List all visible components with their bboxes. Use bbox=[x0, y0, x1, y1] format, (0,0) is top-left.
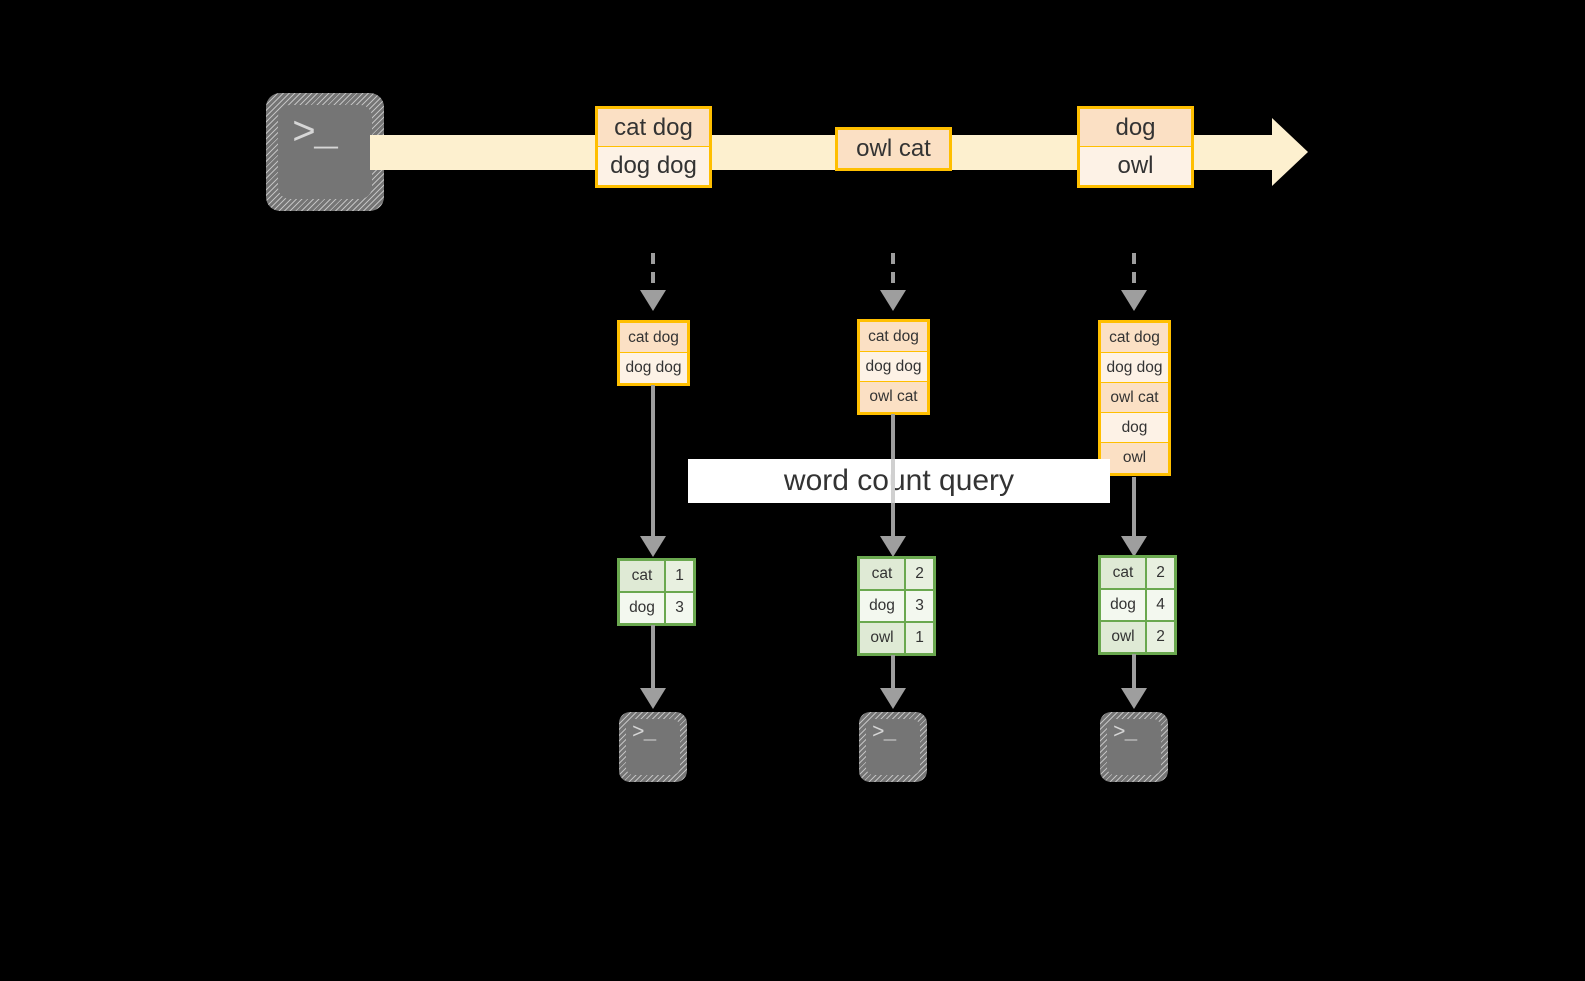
result-count: 2 bbox=[906, 559, 933, 589]
stream-to-table-arrowhead-1 bbox=[640, 290, 666, 311]
stream-arrow-head bbox=[1272, 118, 1308, 186]
result-count: 3 bbox=[906, 591, 933, 621]
table-to-result-connector-2-overlay bbox=[891, 459, 895, 503]
terminal-screen bbox=[278, 105, 372, 199]
accumulated-row: cat dog bbox=[1101, 323, 1168, 353]
stream-to-table-connector-1 bbox=[651, 253, 655, 293]
stream-to-table-connector-2 bbox=[891, 253, 895, 293]
result-row: dog 3 bbox=[860, 591, 933, 623]
sink-terminal-icon-2[interactable]: >_ bbox=[859, 712, 927, 782]
result-count: 3 bbox=[666, 593, 693, 623]
result-word: owl bbox=[860, 623, 906, 653]
result-row: owl 1 bbox=[860, 623, 933, 653]
result-row: cat 2 bbox=[860, 559, 933, 591]
result-row: owl 2 bbox=[1101, 622, 1174, 652]
terminal-prompt-glyph: >_ bbox=[1113, 722, 1137, 745]
terminal-prompt-glyph: >_ bbox=[872, 722, 896, 745]
accumulated-row: cat dog bbox=[860, 322, 927, 352]
result-count: 2 bbox=[1147, 558, 1174, 588]
table-to-result-arrowhead-1 bbox=[640, 536, 666, 557]
result-to-sink-arrowhead-3 bbox=[1121, 688, 1147, 709]
terminal-prompt: >_ bbox=[619, 712, 687, 782]
accumulated-row: dog dog bbox=[620, 353, 687, 383]
source-terminal-icon[interactable]: >_ bbox=[266, 93, 384, 211]
result-row: cat 2 bbox=[1101, 558, 1174, 590]
result-word: dog bbox=[620, 593, 666, 623]
table-to-result-connector-1 bbox=[651, 385, 655, 540]
stream-to-table-arrowhead-2 bbox=[880, 290, 906, 311]
stream-to-table-connector-3 bbox=[1132, 253, 1136, 293]
result-word: cat bbox=[860, 559, 906, 589]
stream-to-table-arrowhead-3 bbox=[1121, 290, 1147, 311]
stream-record-line: owl cat bbox=[838, 130, 949, 168]
sink-terminal-icon-1[interactable]: >_ bbox=[619, 712, 687, 782]
accumulated-row: owl cat bbox=[1101, 383, 1168, 413]
result-table-2[interactable]: cat 2 dog 3 owl 1 bbox=[857, 556, 936, 656]
stream-record-3[interactable]: dog owl bbox=[1077, 106, 1194, 188]
terminal-prompt-glyph: >_ bbox=[292, 112, 338, 157]
accumulated-table-2[interactable]: cat dog dog dog owl cat bbox=[857, 319, 930, 415]
result-count: 4 bbox=[1147, 590, 1174, 620]
stream-record-2[interactable]: owl cat bbox=[835, 127, 952, 171]
stream-record-line: cat dog bbox=[598, 109, 709, 147]
table-to-result-arrowhead-2 bbox=[880, 536, 906, 557]
accumulated-row: dog dog bbox=[860, 352, 927, 382]
result-to-sink-connector-3 bbox=[1132, 654, 1136, 690]
result-to-sink-connector-2 bbox=[891, 655, 895, 690]
result-word: dog bbox=[1101, 590, 1147, 620]
accumulated-table-3[interactable]: cat dog dog dog owl cat dog owl bbox=[1098, 320, 1171, 476]
stream-record-1[interactable]: cat dog dog dog bbox=[595, 106, 712, 188]
result-row: dog 4 bbox=[1101, 590, 1174, 622]
accumulated-row: cat dog bbox=[620, 323, 687, 353]
result-row: dog 3 bbox=[620, 593, 693, 623]
result-table-3[interactable]: cat 2 dog 4 owl 2 bbox=[1098, 555, 1177, 655]
stream-record-line: dog dog bbox=[598, 147, 709, 185]
result-word: cat bbox=[1101, 558, 1147, 588]
table-to-result-connector-3 bbox=[1132, 477, 1136, 540]
stream-record-line: dog bbox=[1080, 109, 1191, 147]
terminal-prompt-glyph: >_ bbox=[632, 722, 656, 745]
table-to-result-arrowhead-3 bbox=[1121, 536, 1147, 557]
terminal-screen bbox=[866, 719, 920, 775]
result-to-sink-arrowhead-2 bbox=[880, 688, 906, 709]
result-count: 2 bbox=[1147, 622, 1174, 652]
result-to-sink-connector-1 bbox=[651, 625, 655, 690]
stream-record-line: owl bbox=[1080, 147, 1191, 185]
result-row: cat 1 bbox=[620, 561, 693, 593]
result-word: owl bbox=[1101, 622, 1147, 652]
result-count: 1 bbox=[666, 561, 693, 591]
terminal-screen bbox=[626, 719, 680, 775]
accumulated-row: owl cat bbox=[860, 382, 927, 412]
result-word: dog bbox=[860, 591, 906, 621]
result-table-1[interactable]: cat 1 dog 3 bbox=[617, 558, 696, 626]
result-count: 1 bbox=[906, 623, 933, 653]
accumulated-table-1[interactable]: cat dog dog dog bbox=[617, 320, 690, 386]
terminal-prompt: >_ bbox=[266, 93, 384, 211]
query-label: word count query bbox=[783, 464, 1015, 497]
result-to-sink-arrowhead-1 bbox=[640, 688, 666, 709]
result-word: cat bbox=[620, 561, 666, 591]
sink-terminal-icon-3[interactable]: >_ bbox=[1100, 712, 1168, 782]
terminal-prompt: >_ bbox=[1100, 712, 1168, 782]
accumulated-row: owl bbox=[1101, 443, 1168, 473]
terminal-prompt: >_ bbox=[859, 712, 927, 782]
query-label-band: word count query bbox=[688, 459, 1110, 503]
terminal-screen bbox=[1107, 719, 1161, 775]
accumulated-row: dog dog bbox=[1101, 353, 1168, 383]
accumulated-row: dog bbox=[1101, 413, 1168, 443]
